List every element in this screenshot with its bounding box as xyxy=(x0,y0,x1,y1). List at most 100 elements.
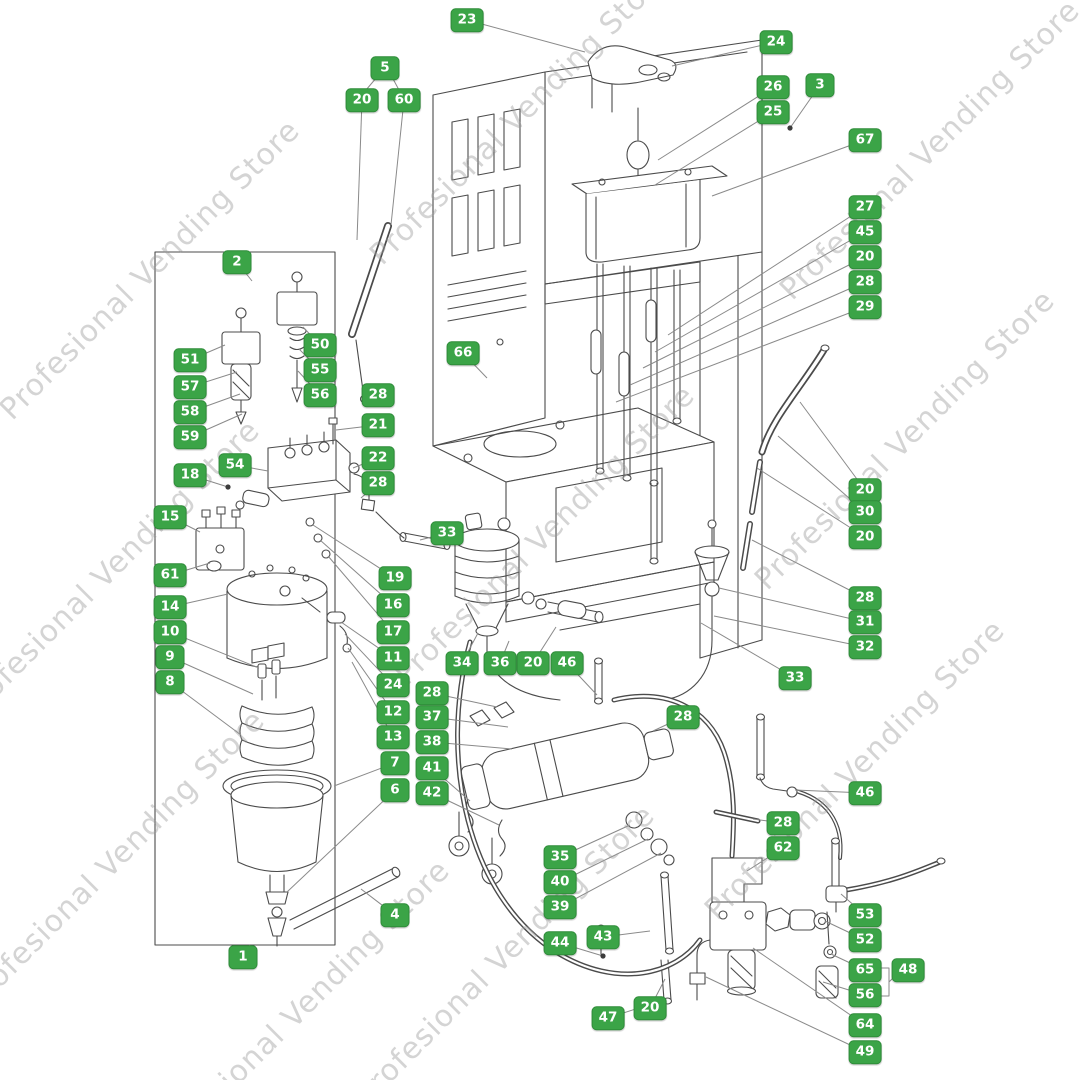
part-callout-4: 4 xyxy=(380,903,410,927)
leader-line-60 xyxy=(390,99,405,226)
part-callout-20: 20 xyxy=(848,525,882,549)
part-callout-43: 43 xyxy=(586,925,620,949)
part-callout-30: 30 xyxy=(848,500,882,524)
part-callout-28: 28 xyxy=(361,383,395,407)
part-callout-27: 27 xyxy=(848,195,882,219)
outlet-solenoid-body xyxy=(709,901,767,951)
part-callout-28: 28 xyxy=(415,681,449,705)
part-callout-49: 49 xyxy=(848,1040,882,1064)
leader-line-32 xyxy=(713,615,866,648)
part-callout-51: 51 xyxy=(173,348,207,372)
part-callout-24: 24 xyxy=(759,30,793,54)
part-callout-24: 24 xyxy=(376,673,410,697)
part-callout-28: 28 xyxy=(766,811,800,835)
part-callout-21: 21 xyxy=(361,413,395,437)
part-callout-41: 41 xyxy=(415,756,449,780)
valve-manifold xyxy=(267,439,351,502)
part-callout-8: 8 xyxy=(155,670,185,694)
part-callout-37: 37 xyxy=(415,705,449,729)
part-callout-52: 52 xyxy=(848,928,882,952)
leader-line-27 xyxy=(667,206,866,336)
leader-line-13 xyxy=(351,661,394,738)
leader-dot-18 xyxy=(225,484,231,490)
part-callout-1: 1 xyxy=(228,945,258,969)
part-callout-20: 20 xyxy=(345,88,379,112)
part-callout-20: 20 xyxy=(848,245,882,269)
part-callout-19: 19 xyxy=(378,566,412,590)
part-callout-28: 28 xyxy=(666,705,700,729)
leader-dot-44 xyxy=(600,953,606,959)
part-callout-20: 20 xyxy=(633,996,667,1020)
part-callout-40: 40 xyxy=(543,870,577,894)
pressure-switch xyxy=(195,527,245,571)
part-callout-3: 3 xyxy=(805,73,835,97)
part-callout-50: 50 xyxy=(303,333,337,357)
leader-line-23 xyxy=(466,19,586,53)
leader-line-31 xyxy=(718,587,866,623)
part-callout-59: 59 xyxy=(173,425,207,449)
part-callout-13: 13 xyxy=(376,725,410,749)
leader-line-45 xyxy=(654,231,866,353)
part-callout-58: 58 xyxy=(173,400,207,424)
boiler-body xyxy=(585,179,701,263)
part-callout-18: 18 xyxy=(173,463,207,487)
part-callout-67: 67 xyxy=(848,128,882,152)
heating-element-coil xyxy=(241,705,313,715)
leader-line-24 xyxy=(671,41,777,67)
leader-line-20 xyxy=(642,256,866,369)
part-callout-28: 28 xyxy=(361,471,395,495)
part-callout-36: 36 xyxy=(483,651,517,675)
part-callout-7: 7 xyxy=(380,751,410,775)
part-callout-44: 44 xyxy=(543,931,577,955)
leader-line-17 xyxy=(327,555,394,633)
part-callout-31: 31 xyxy=(848,610,882,634)
leader-line-20 xyxy=(756,467,866,538)
part-callout-20: 20 xyxy=(516,651,550,675)
vibration-pump xyxy=(481,722,650,810)
part-callout-56: 56 xyxy=(848,983,882,1007)
part-callout-57: 57 xyxy=(173,375,207,399)
leader-line-20 xyxy=(356,99,363,241)
part-callout-46: 46 xyxy=(848,781,882,805)
part-callout-60: 60 xyxy=(387,88,421,112)
part-callout-28: 28 xyxy=(848,586,882,610)
leader-line-67 xyxy=(711,139,866,197)
part-callout-34: 34 xyxy=(445,651,479,675)
leader-line-39 xyxy=(559,852,662,908)
leader-line-6 xyxy=(286,789,396,893)
top-bracket xyxy=(587,45,677,85)
leader-line-26 xyxy=(657,86,774,161)
leader-line-28 xyxy=(629,281,866,386)
part-callout-9: 9 xyxy=(155,645,185,669)
part-callout-42: 42 xyxy=(415,781,449,805)
part-callout-22: 22 xyxy=(361,446,395,470)
part-callout-45: 45 xyxy=(848,220,882,244)
part-callout-23: 23 xyxy=(450,8,484,32)
part-callout-15: 15 xyxy=(153,505,187,529)
part-callout-39: 39 xyxy=(543,895,577,919)
part-callout-64: 64 xyxy=(848,1013,882,1037)
part-callout-46: 46 xyxy=(550,651,584,675)
leader-line-28 xyxy=(751,539,866,599)
part-callout-38: 38 xyxy=(415,730,449,754)
part-callout-61: 61 xyxy=(153,563,187,587)
part-callout-28: 28 xyxy=(848,270,882,294)
part-callout-6: 6 xyxy=(380,778,410,802)
part-callout-17: 17 xyxy=(376,620,410,644)
leader-line-29 xyxy=(615,306,866,403)
part-callout-47: 47 xyxy=(591,1006,625,1030)
part-callout-25: 25 xyxy=(756,100,790,124)
leader-line-20 xyxy=(799,401,866,491)
part-callout-5: 5 xyxy=(370,56,400,80)
chassis-left-panel xyxy=(432,71,546,447)
part-callout-2: 2 xyxy=(222,250,252,274)
leader-dot-3 xyxy=(787,125,793,131)
part-callout-33: 33 xyxy=(778,666,812,690)
part-callout-56: 56 xyxy=(303,383,337,407)
part-callout-54: 54 xyxy=(218,453,252,477)
float-valve xyxy=(626,140,650,170)
part-callout-26: 26 xyxy=(756,75,790,99)
part-callout-53: 53 xyxy=(848,903,882,927)
